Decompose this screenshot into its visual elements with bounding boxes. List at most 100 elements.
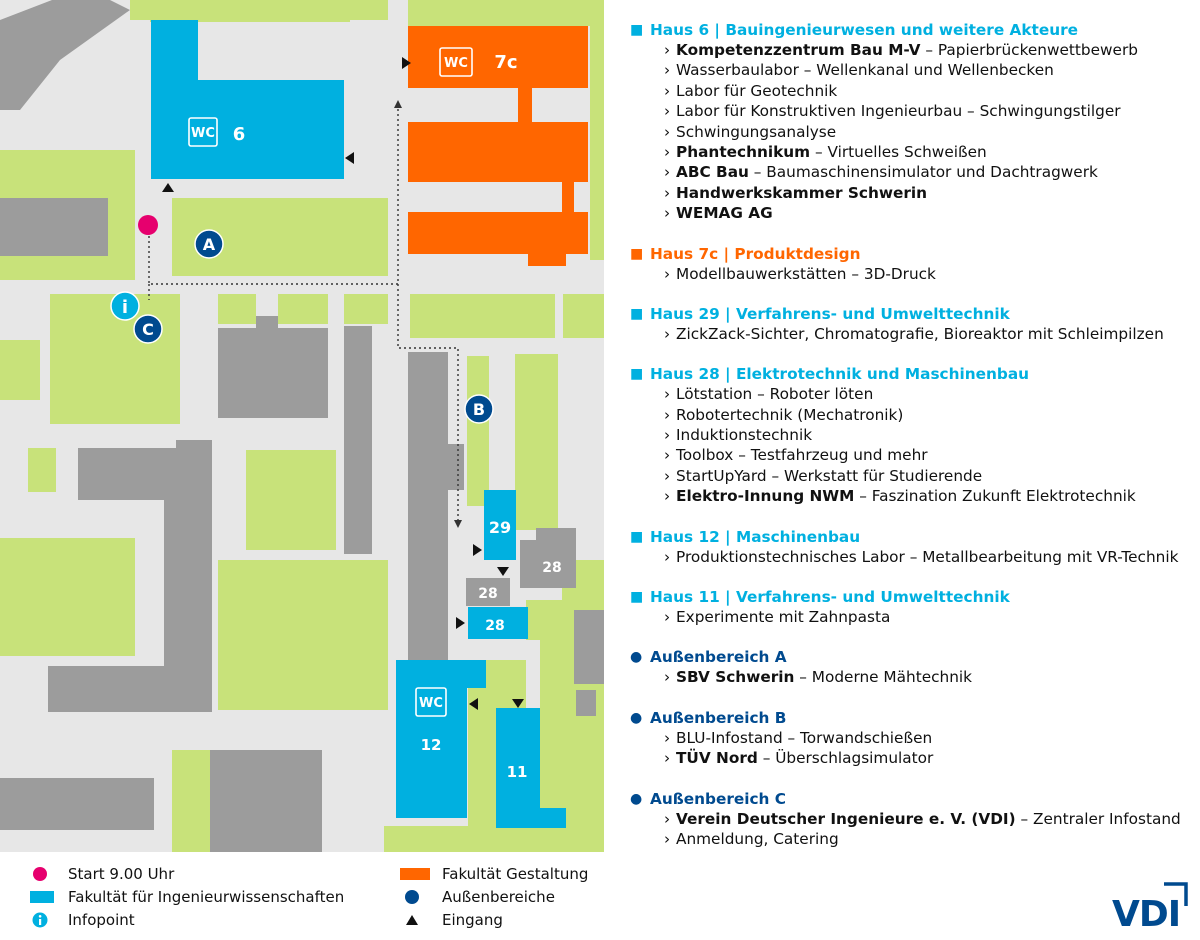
building-28-blue[interactable] <box>468 607 528 639</box>
green-area <box>278 294 328 324</box>
other-buildings <box>0 0 604 852</box>
wc-label: WC <box>419 696 443 711</box>
program-section: ●Außenbereich A›SBV Schwerin – Moderne M… <box>630 647 1200 687</box>
chevron-right-icon: › <box>664 81 671 100</box>
building-29-label: 29 <box>489 518 511 537</box>
outdoor-area-c[interactable]: C <box>133 314 163 344</box>
section-title-text: Außenbereich C <box>650 789 786 808</box>
list-item: ›Kompetenzzentrum Bau M-V – Papierbrücke… <box>630 40 1200 60</box>
program-section: ■Haus 11 | Verfahrens- und Umwelttechnik… <box>630 587 1200 627</box>
list-item-text: BLU-Infostand – Torwandschießen <box>676 728 933 747</box>
building-28-east <box>520 528 576 588</box>
legend-entrance-label: Eingang <box>442 911 503 929</box>
green-area <box>246 450 336 550</box>
list-item: ›BLU-Infostand – Torwandschießen <box>630 728 1200 748</box>
building-6[interactable] <box>151 20 344 179</box>
wc-icon <box>188 117 218 147</box>
grey-building <box>576 690 596 716</box>
list-item: ›StartUpYard – Werkstatt für Studierende <box>630 466 1200 486</box>
building-12[interactable] <box>396 660 486 818</box>
path-arrow-up <box>394 100 402 108</box>
section-title[interactable]: ■Haus 7c | Produktdesign <box>630 244 1200 264</box>
chevron-right-icon: › <box>664 61 671 80</box>
path-b <box>397 284 459 522</box>
program-section: ■Haus 29 | Verfahrens- und Umwelttechnik… <box>630 304 1200 344</box>
building-7c-stub <box>528 252 566 266</box>
legend-start-label: Start 9.00 Uhr <box>68 865 175 883</box>
green-area <box>515 354 558 530</box>
chevron-right-icon: › <box>664 668 671 687</box>
info-icon <box>32 912 48 928</box>
chevron-right-icon: › <box>664 122 671 141</box>
square-bullet-icon: ■ <box>630 22 644 38</box>
building-7c-south <box>408 212 588 254</box>
outdoor-marker-a <box>194 229 224 259</box>
building-7c-north <box>408 26 588 88</box>
path-start <box>148 104 399 285</box>
design-swatch-icon <box>400 868 430 880</box>
entrance-markers <box>162 57 524 710</box>
wc-icon <box>439 47 473 77</box>
green-area <box>172 750 210 852</box>
list-item-text: Produktionstechnisches Labor – Metallbea… <box>676 547 1179 566</box>
logo-corner <box>1164 882 1188 906</box>
building-7c[interactable] <box>408 26 588 266</box>
list-item-text: Lötstation – Roboter löten <box>676 385 874 404</box>
entrance-icon <box>512 699 524 708</box>
infopoint[interactable]: i <box>110 291 140 321</box>
list-item-text: Anmeldung, Catering <box>676 829 839 848</box>
program-section: ●Außenbereich B›BLU-Infostand – Torwands… <box>630 708 1200 769</box>
square-bullet-icon: ■ <box>630 366 644 383</box>
list-item-text: Induktionstechnik <box>676 426 813 445</box>
list-item: ›Labor für Konstruktiven Ingenieurbau – … <box>630 101 1200 121</box>
program-section: ●Außenbereich C›Verein Deutscher Ingenie… <box>630 789 1200 850</box>
outdoor-area-b[interactable]: B <box>464 394 494 424</box>
start-point[interactable] <box>138 215 158 235</box>
chevron-right-icon: › <box>664 608 671 627</box>
section-title[interactable]: ●Außenbereich C <box>630 789 1200 809</box>
list-item-text: StartUpYard – Werkstatt für Studierende <box>676 466 983 485</box>
list-item-text: – Überschlagsimulator <box>757 749 934 768</box>
building-29[interactable] <box>484 490 516 560</box>
list-item-text: Robotertechnik (Mechatronik) <box>676 405 904 424</box>
wc-box-7c: WC <box>439 47 473 77</box>
section-title[interactable]: ■Haus 12 | Maschinenbau <box>630 527 1200 547</box>
list-item-text: Toolbox – Testfahrzeug und mehr <box>676 446 928 465</box>
section-title[interactable]: ■Haus 29 | Verfahrens- und Umwelttechnik <box>630 304 1200 324</box>
list-item-text: – Faszination Zukunft Elektrotechnik <box>854 487 1136 506</box>
list-item-org: SBV Schwerin <box>676 668 795 687</box>
grey-building <box>444 444 464 490</box>
section-title[interactable]: ■ Haus 6 | Bauingenieurwesen und weitere … <box>630 20 1200 40</box>
list-item: ›Experimente mit Zahnpasta <box>630 607 1200 627</box>
entrance-icon <box>162 183 174 192</box>
green-area <box>408 0 604 26</box>
building-28-grey[interactable] <box>466 528 576 606</box>
list-item: ›Phantechnikum – Virtuelles Schweißen <box>630 142 1200 162</box>
green-area <box>0 340 40 400</box>
outdoor-area-a[interactable]: A <box>194 229 224 259</box>
section-title[interactable]: ■Haus 11 | Verfahrens- und Umwelttechnik <box>630 587 1200 607</box>
list-item-text: – Virtuelles Schweißen <box>810 142 987 161</box>
building-11[interactable] <box>496 708 566 828</box>
section-title[interactable]: ●Außenbereich A <box>630 647 1200 667</box>
outdoor-marker-b <box>464 394 494 424</box>
square-bullet-icon: ■ <box>630 245 644 262</box>
list-item-text: – Papierbrückenwettbewerb <box>920 41 1138 59</box>
building-12-label: 12 <box>421 736 442 754</box>
building-7c-connector <box>562 180 574 212</box>
green-area <box>384 826 604 852</box>
entrance-icon <box>406 915 418 925</box>
path-arrow-down <box>454 520 462 528</box>
grey-building <box>408 352 448 660</box>
entrance-icon <box>497 567 509 576</box>
info-glyph: i <box>122 297 128 318</box>
outdoor-marker-c <box>133 314 163 344</box>
list-item-org: Handwerkskammer Schwerin <box>676 183 928 202</box>
dot-bullet-icon: ● <box>630 649 643 666</box>
outdoor-dot-icon <box>405 890 419 904</box>
grey-building <box>0 198 108 256</box>
section-title[interactable]: ■Haus 28 | Elektrotechnik und Maschinenb… <box>630 364 1200 384</box>
section-title-text: Haus 6 | Bauingenieurwesen und weitere A… <box>650 21 1079 39</box>
section-title[interactable]: ●Außenbereich B <box>630 708 1200 728</box>
building-28-label-grey-east: 28 <box>542 560 561 576</box>
